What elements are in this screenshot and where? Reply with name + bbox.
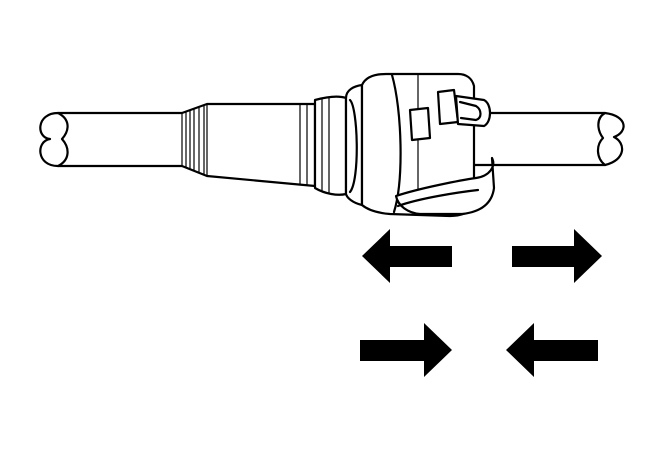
arrow-top-right bbox=[512, 229, 602, 283]
right-tube bbox=[468, 111, 625, 167]
connector-body bbox=[313, 72, 496, 218]
arrow-bottom-left bbox=[506, 323, 598, 377]
left-tube bbox=[39, 102, 317, 188]
arrow-top-left bbox=[362, 229, 452, 283]
arrow-bottom-right bbox=[360, 323, 452, 377]
